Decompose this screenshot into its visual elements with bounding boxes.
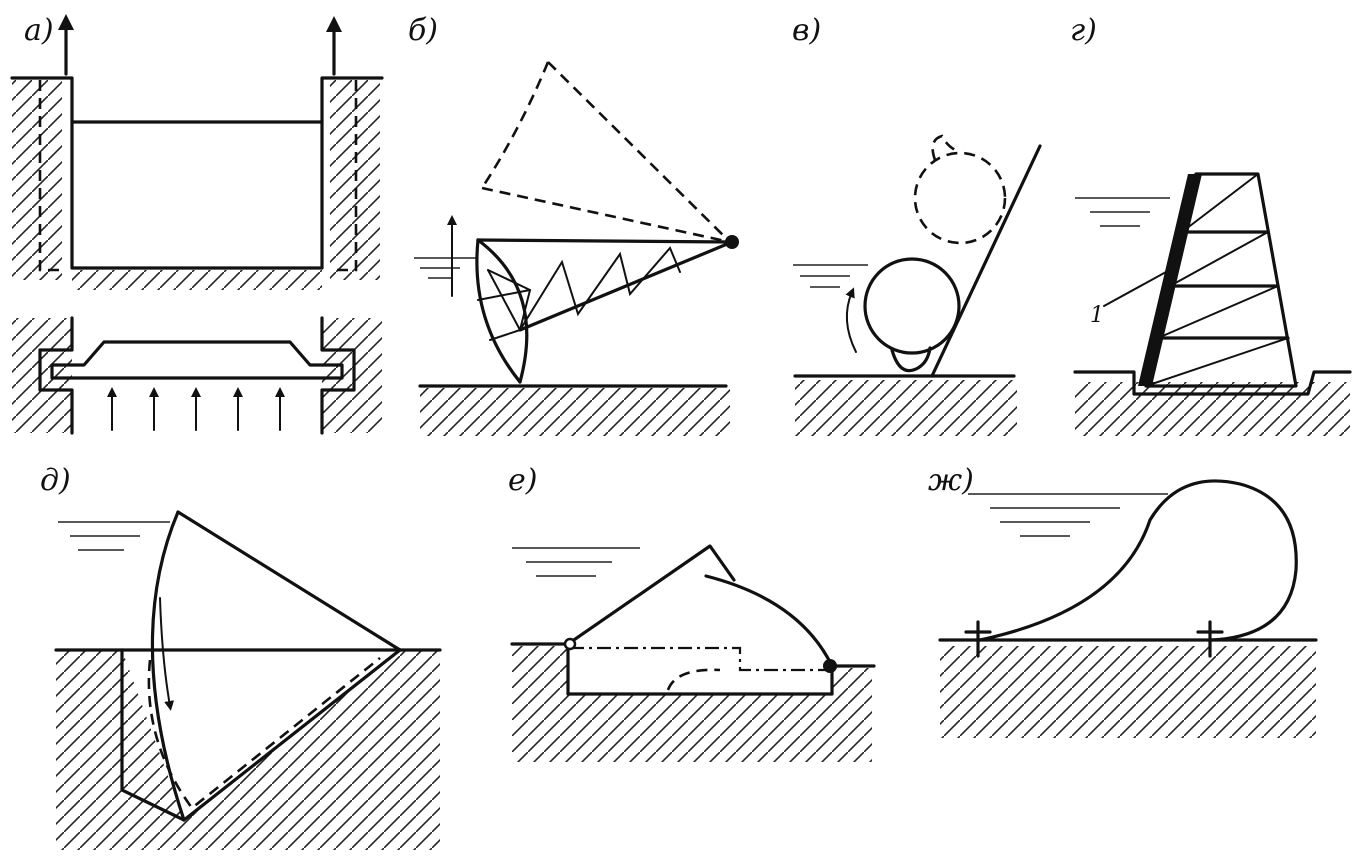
soil-hatch xyxy=(72,270,322,290)
trestle-frame xyxy=(1144,172,1298,388)
slot-outline xyxy=(320,316,356,435)
soil-hatch xyxy=(420,388,730,436)
water-surface xyxy=(1075,197,1170,227)
panel-d: д) xyxy=(40,463,442,850)
water-surface xyxy=(793,264,868,288)
raised-roller-outline xyxy=(913,151,1007,245)
soil-hatch xyxy=(1075,382,1350,436)
roller-drum xyxy=(863,257,961,355)
panel-v-label: в) xyxy=(792,13,821,48)
rotation-arrow-icon xyxy=(159,597,175,711)
panel-v: в) xyxy=(792,13,1042,436)
pivot-hinge-icon xyxy=(725,235,739,249)
gate-face xyxy=(475,238,522,384)
gate-slot xyxy=(330,80,358,272)
truss-top-chord xyxy=(476,238,734,244)
panel-a: а) xyxy=(10,13,384,435)
gate-plan xyxy=(50,340,344,380)
slot-outline xyxy=(38,316,74,435)
panel-a-label: а) xyxy=(24,13,54,48)
anchor-bolt-icon xyxy=(964,620,992,658)
hinge-icon xyxy=(823,659,837,673)
soil-hatch xyxy=(322,318,382,433)
drum-gate-skin xyxy=(704,574,834,668)
callout-leader xyxy=(1103,271,1167,307)
pressure-arrows xyxy=(107,387,285,431)
panel-d-label: д) xyxy=(40,463,71,498)
soil-hatch xyxy=(12,80,62,280)
panel-e: е) xyxy=(508,463,876,762)
panel-e-label: е) xyxy=(508,463,537,498)
raised-gate-outline xyxy=(480,61,550,189)
water-surface xyxy=(968,493,1168,537)
sector-gate-arm xyxy=(176,510,402,652)
lowered-gate-outline xyxy=(147,656,381,810)
truss-web xyxy=(477,246,681,341)
panel-b: б) xyxy=(408,13,739,436)
ground-line xyxy=(1073,370,1352,396)
soil-hatch xyxy=(12,318,72,433)
panel-b-label: б) xyxy=(408,13,438,48)
gate-slot xyxy=(38,80,66,272)
soil-hatch xyxy=(56,650,440,850)
panel-zh: ж) xyxy=(928,463,1318,738)
soil-hatch xyxy=(795,380,1017,436)
panel-zh-label: ж) xyxy=(928,463,974,498)
water-surface xyxy=(414,257,476,279)
anchor-bolt-icon xyxy=(1196,620,1224,658)
truss-bottom-chord xyxy=(518,240,734,332)
drum-gate-leaf xyxy=(566,544,736,646)
chamber-outline xyxy=(10,76,384,270)
roller-seal xyxy=(890,346,932,373)
callout-number: 1 xyxy=(1090,303,1104,328)
inclined-track xyxy=(930,144,1042,378)
panel-g: г) 1 xyxy=(1070,13,1352,436)
trestle-bracing xyxy=(1145,173,1290,387)
water-surface xyxy=(512,547,640,577)
gate-shield xyxy=(1138,174,1202,386)
chamber-outline xyxy=(566,642,834,696)
soil-hatch xyxy=(512,646,872,762)
rotation-arrow-icon xyxy=(845,287,857,353)
panel-g-label: г) xyxy=(1070,13,1097,48)
lowered-gate-outline xyxy=(570,646,832,672)
soil-hatch xyxy=(940,646,1316,738)
inflatable-dam xyxy=(978,479,1298,642)
hinge-icon xyxy=(563,637,577,651)
water-surface xyxy=(58,521,170,551)
recess-outline xyxy=(120,648,186,822)
